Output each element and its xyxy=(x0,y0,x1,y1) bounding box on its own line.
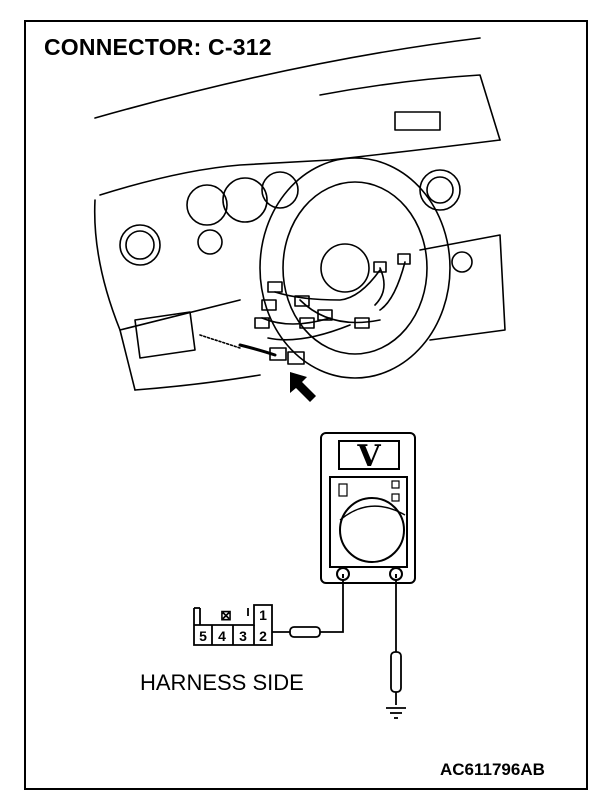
connector-title: CONNECTOR: C-312 xyxy=(44,34,272,60)
harness-connector xyxy=(193,604,273,646)
figure-code: AC611796AB xyxy=(440,760,545,779)
connector-pin-plugged: ⊠ xyxy=(220,607,232,623)
connector-pin-5: 5 xyxy=(199,628,207,644)
harness-side-label: HARNESS SIDE xyxy=(140,670,304,695)
ground-icon xyxy=(386,707,406,719)
dashboard-illustration xyxy=(93,37,506,391)
probe-leads xyxy=(272,580,402,705)
connector-pin-2: 2 xyxy=(259,628,267,644)
voltmeter xyxy=(320,432,416,584)
figure-frame xyxy=(24,20,588,790)
connector-pin-4: 4 xyxy=(218,628,226,644)
pointer-arrow xyxy=(290,372,316,402)
connector-pin-3: 3 xyxy=(239,628,247,644)
voltmeter-mode-symbol: V xyxy=(356,439,381,474)
connector-pin-1: 1 xyxy=(259,607,267,623)
